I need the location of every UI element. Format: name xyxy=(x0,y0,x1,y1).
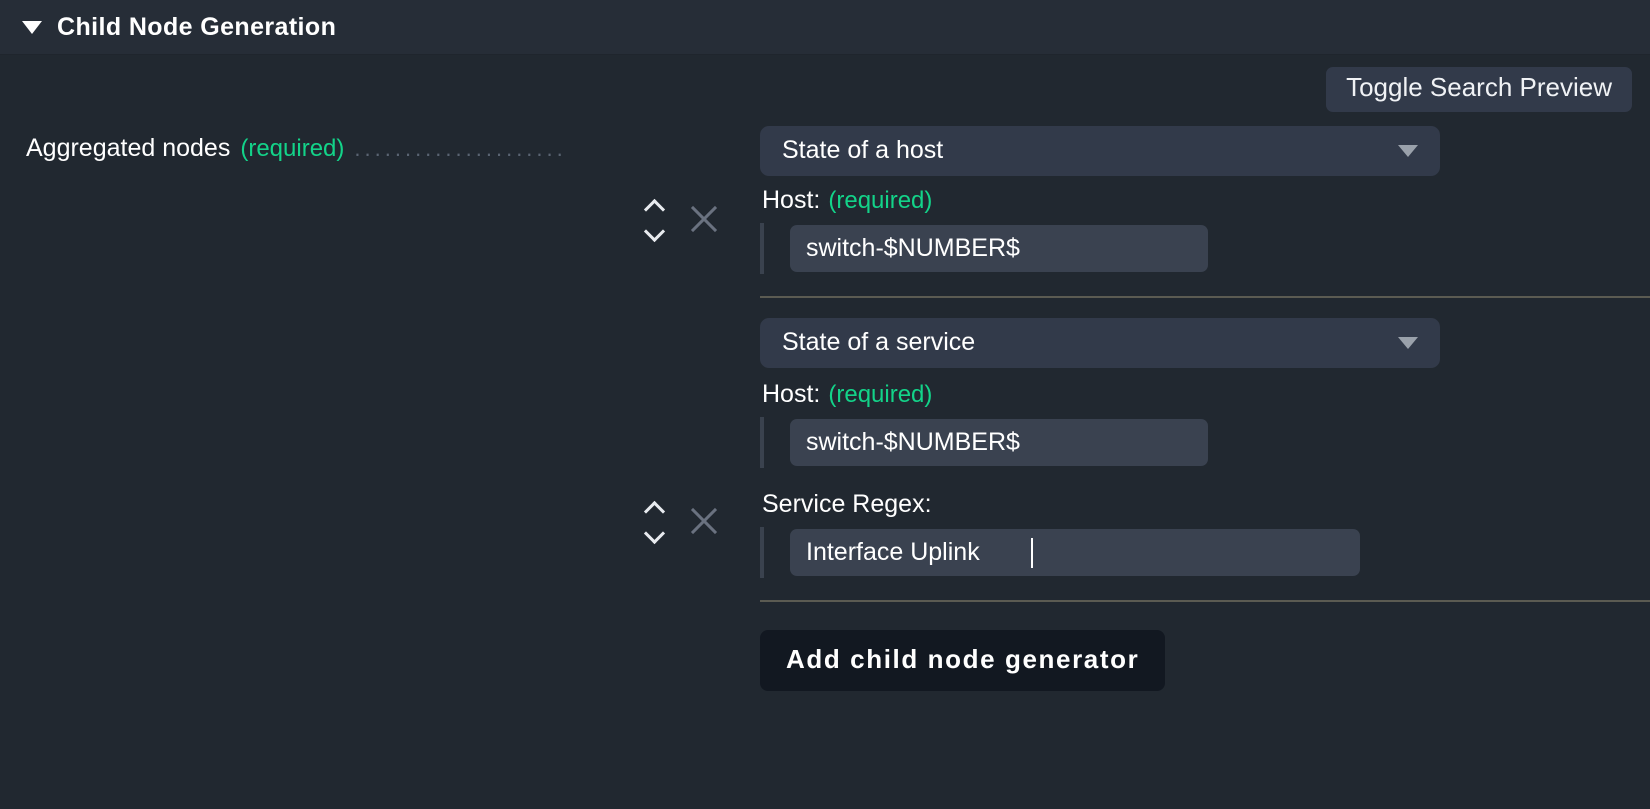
generator-type-select[interactable]: State of a host xyxy=(760,125,1440,176)
service-regex-input-wrapper xyxy=(760,526,1650,578)
generator-block: State of a host Host: xyxy=(760,125,1650,298)
toggle-search-preview-button[interactable]: Toggle Search Preview xyxy=(1326,67,1632,112)
generator-type-select-wrapper: State of a host xyxy=(760,125,1440,176)
generator-controls xyxy=(645,502,721,540)
chevron-down-icon[interactable] xyxy=(645,226,665,238)
host-field-label-text: Host: xyxy=(762,379,821,408)
generator-separator xyxy=(760,295,1650,298)
close-x-icon[interactable] xyxy=(687,504,721,538)
text-cursor-caret xyxy=(1031,537,1033,568)
host-field-required-badge: (required) xyxy=(828,186,933,214)
chevron-up-icon[interactable] xyxy=(645,502,665,514)
host-input[interactable] xyxy=(790,224,1208,272)
toolbar: Toggle Search Preview xyxy=(0,55,1650,112)
generator-block: State of a service Host: xyxy=(760,317,1650,602)
host-field-input-wrapper xyxy=(760,416,1650,468)
label-leader-dots: ..................... xyxy=(354,135,567,161)
chevron-up-icon[interactable] xyxy=(645,200,665,212)
service-regex-input[interactable] xyxy=(790,528,1360,576)
generator-controls xyxy=(645,200,721,238)
host-field-label: Host: (required) xyxy=(760,380,1650,409)
generator-type-select-value: State of a host xyxy=(782,136,944,165)
section-header[interactable]: Child Node Generation xyxy=(0,0,1650,55)
aggregated-nodes-required-badge: (required) xyxy=(240,134,345,162)
host-field-label: Host: (required) xyxy=(760,186,1650,215)
sort-up-down-icon[interactable] xyxy=(645,200,665,238)
close-x-icon[interactable] xyxy=(687,202,721,236)
service-regex-field-label-text: Service Regex: xyxy=(762,489,932,518)
child-node-generation-body: Toggle Search Preview Aggregated nodes (… xyxy=(0,55,1650,691)
chevron-down-icon[interactable] xyxy=(1398,336,1418,349)
aggregated-nodes-label-text: Aggregated nodes xyxy=(26,133,231,162)
aggregated-nodes-label: Aggregated nodes (required) ............… xyxy=(0,126,760,163)
service-regex-field-label: Service Regex: xyxy=(760,490,1650,519)
aggregated-nodes-row: Aggregated nodes (required) ............… xyxy=(0,125,1650,691)
sort-up-down-icon[interactable] xyxy=(645,502,665,540)
add-child-node-generator-button[interactable]: Add child node generator xyxy=(760,629,1166,691)
host-field: Host: (required) xyxy=(760,380,1650,468)
host-field-input-wrapper xyxy=(760,222,1650,274)
generator-type-select-value: State of a service xyxy=(782,328,976,357)
chevron-down-icon[interactable] xyxy=(1398,144,1418,157)
generators-list: State of a host Host: xyxy=(760,125,1650,691)
service-regex-input-caret-holder xyxy=(790,528,1360,576)
host-field: Host: (required) xyxy=(760,186,1650,274)
page-title: Child Node Generation xyxy=(57,12,337,41)
host-field-required-badge: (required) xyxy=(828,380,933,408)
host-field-label-text: Host: xyxy=(762,185,821,214)
generator-type-select[interactable]: State of a service xyxy=(760,317,1440,368)
generator-type-select-wrapper: State of a service xyxy=(760,317,1440,368)
host-input[interactable] xyxy=(790,418,1208,466)
service-regex-field: Service Regex: xyxy=(760,490,1650,578)
chevron-down-icon[interactable] xyxy=(645,528,665,540)
generator-separator xyxy=(760,599,1650,602)
triangle-down-icon[interactable] xyxy=(22,20,42,34)
